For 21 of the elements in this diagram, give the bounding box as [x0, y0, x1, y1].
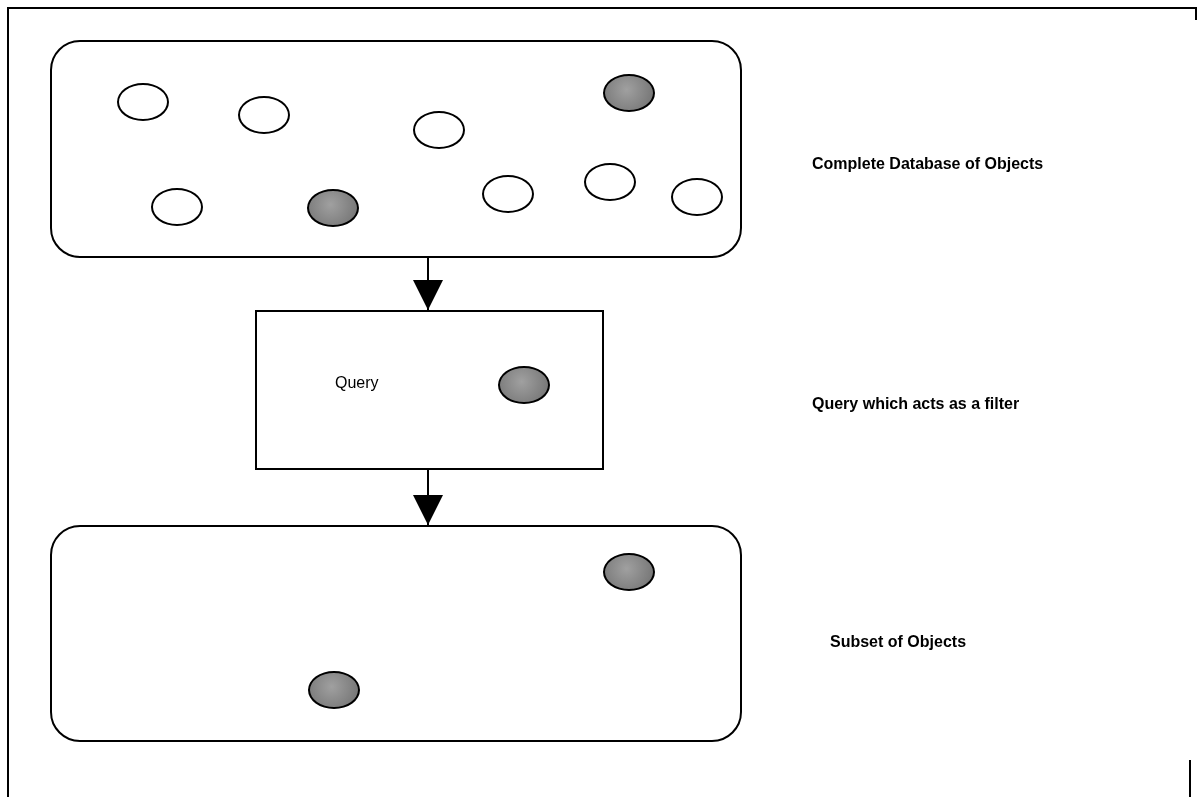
box-label: Query — [335, 374, 379, 392]
circle — [671, 178, 723, 216]
arrow — [413, 469, 443, 526]
circle — [584, 163, 636, 201]
shaded-circle — [308, 671, 360, 709]
shaded-circle — [307, 189, 359, 227]
side-label: Query which acts as a filter — [812, 395, 1020, 413]
shaded-circle — [603, 553, 655, 591]
circle — [413, 111, 465, 149]
circle — [117, 83, 169, 121]
rounded-box — [50, 525, 742, 742]
arrow — [413, 257, 443, 311]
shaded-circle — [603, 74, 655, 112]
circle — [238, 96, 290, 134]
circle — [151, 188, 203, 226]
side-label: Subset of Objects — [830, 633, 967, 651]
side-label: Complete Database of Objects — [812, 155, 1044, 173]
shaded-circle — [498, 366, 550, 404]
rounded-box — [50, 40, 742, 258]
circle — [482, 175, 534, 213]
query-box — [255, 310, 604, 470]
